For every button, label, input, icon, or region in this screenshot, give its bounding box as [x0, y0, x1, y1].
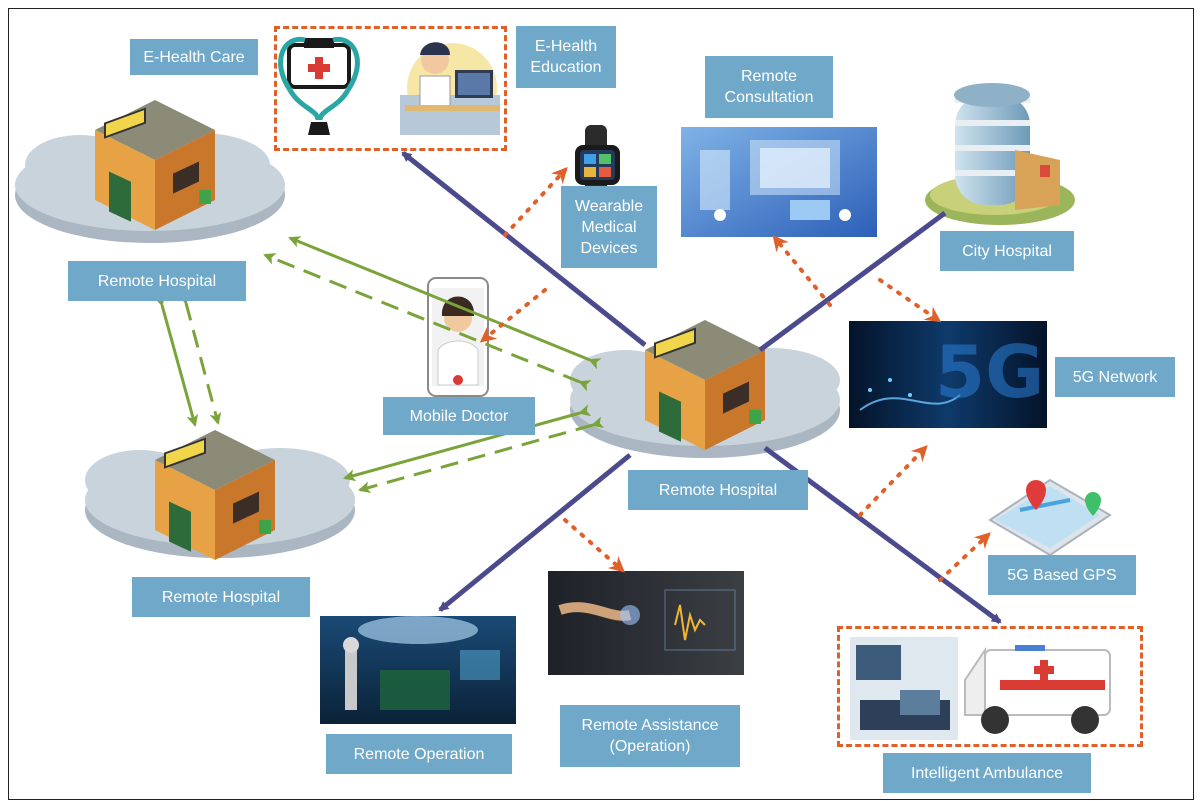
label-ehealth-education: E-Health Education — [516, 26, 616, 88]
remote-assistance-image — [548, 571, 744, 675]
green-link-vertical-solid — [153, 293, 199, 427]
label-remote-consultation: Remote Consultation — [705, 56, 833, 118]
label-mobile-doctor: Mobile Doctor — [383, 397, 535, 435]
dotted-to-mobile-doctor — [479, 288, 547, 343]
label-intelligent-ambulance: Intelligent Ambulance — [883, 753, 1091, 793]
doctor-education-illustration — [400, 42, 500, 135]
label-remote-hospital-bottom: Remote Hospital — [132, 577, 310, 617]
diagram-frame — [8, 8, 1194, 800]
gps-map-icon — [988, 478, 1112, 557]
dotted-to-wearable — [503, 167, 568, 237]
ambulance-vehicle-image — [964, 645, 1111, 734]
5g-photo-text: 5G — [935, 330, 1045, 414]
green-link-bottom-dashed — [358, 416, 605, 494]
label-wearable-medical-devices: Wearable Medical Devices — [561, 186, 657, 268]
city-hospital-building — [925, 83, 1075, 225]
arrow-to-remote-operation — [438, 453, 632, 612]
label-ehealth-care: E-Health Care — [130, 39, 258, 75]
ehealth-dashed-box — [274, 26, 507, 151]
line-to-city-hospital — [758, 210, 947, 353]
label-remote-hospital-center: Remote Hospital — [628, 470, 808, 510]
label-5g-network: 5G Network — [1055, 357, 1175, 397]
5g-network-image — [849, 321, 1047, 428]
dotted-to-remote-assistance — [563, 518, 626, 573]
green-link-top-solid — [288, 236, 602, 370]
medical-kit-icon — [278, 36, 360, 135]
label-remote-hospital-top: Remote Hospital — [68, 261, 246, 301]
dotted-to-5g — [878, 278, 942, 323]
label-5g-based-gps: 5G Based GPS — [988, 555, 1136, 595]
green-link-vertical-dashed — [177, 291, 222, 425]
label-remote-assistance: Remote Assistance (Operation) — [560, 705, 740, 767]
remote-consultation-image — [681, 127, 877, 237]
dotted-from-5g — [858, 445, 928, 517]
ambulance-interior-image — [850, 637, 958, 740]
smartwatch-icon — [575, 125, 620, 195]
green-link-top-dashed — [263, 253, 592, 392]
dotted-to-consultation — [772, 234, 832, 307]
dotted-to-gps — [938, 532, 991, 582]
label-city-hospital: City Hospital — [940, 231, 1074, 271]
ambulance-dashed-box — [837, 626, 1143, 747]
remote-operation-image — [320, 616, 516, 724]
label-remote-operation: Remote Operation — [326, 734, 512, 774]
